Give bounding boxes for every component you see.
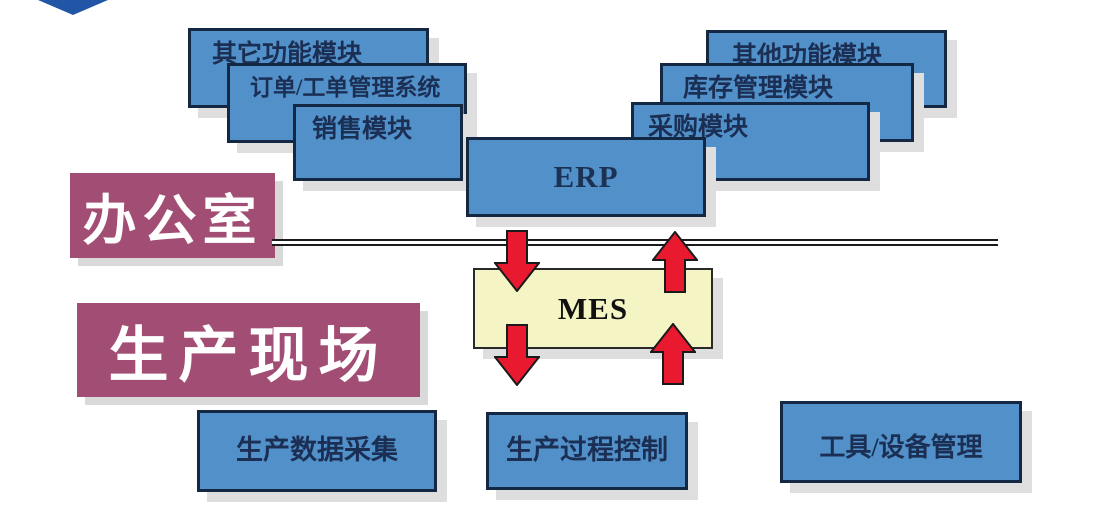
zone-label-office: 办公室 bbox=[70, 173, 275, 258]
module-label: 生产数据采集 bbox=[236, 435, 398, 466]
erp-label: ERP bbox=[553, 159, 619, 194]
mes-module-box-process-control: 生产过程控制 bbox=[486, 412, 688, 490]
module-label: 工具/设备管理 bbox=[819, 433, 983, 463]
zone-shop-floor-text: 生产现场 bbox=[108, 322, 389, 389]
mes-module-box-tool-equipment: 工具/设备管理 bbox=[780, 401, 1022, 483]
flow-down-arrow-icon bbox=[494, 324, 540, 386]
flow-down-arrow-icon bbox=[494, 230, 540, 292]
module-label: 销售模块 bbox=[312, 116, 413, 143]
mes-module-box-data-collection: 生产数据采集 bbox=[197, 410, 437, 492]
mes-label: MES bbox=[557, 290, 629, 326]
zone-label-shop-floor: 生产现场 bbox=[77, 303, 420, 397]
flow-up-arrow-icon bbox=[652, 231, 698, 293]
module-label: 生产过程控制 bbox=[506, 435, 668, 466]
zone-office-text: 办公室 bbox=[82, 191, 263, 251]
corner-diamond-icon bbox=[38, 0, 108, 15]
erp-module-box-sales: 销售模块 bbox=[293, 104, 463, 181]
module-label: 采购模块 bbox=[648, 114, 749, 141]
erp-box: ERP bbox=[466, 137, 706, 217]
flow-up-arrow-icon bbox=[650, 323, 696, 385]
module-label: 订单/工单管理系统 bbox=[250, 75, 441, 100]
office-shopfloor-divider-line bbox=[272, 239, 998, 246]
module-label: 库存管理模块 bbox=[683, 75, 834, 102]
